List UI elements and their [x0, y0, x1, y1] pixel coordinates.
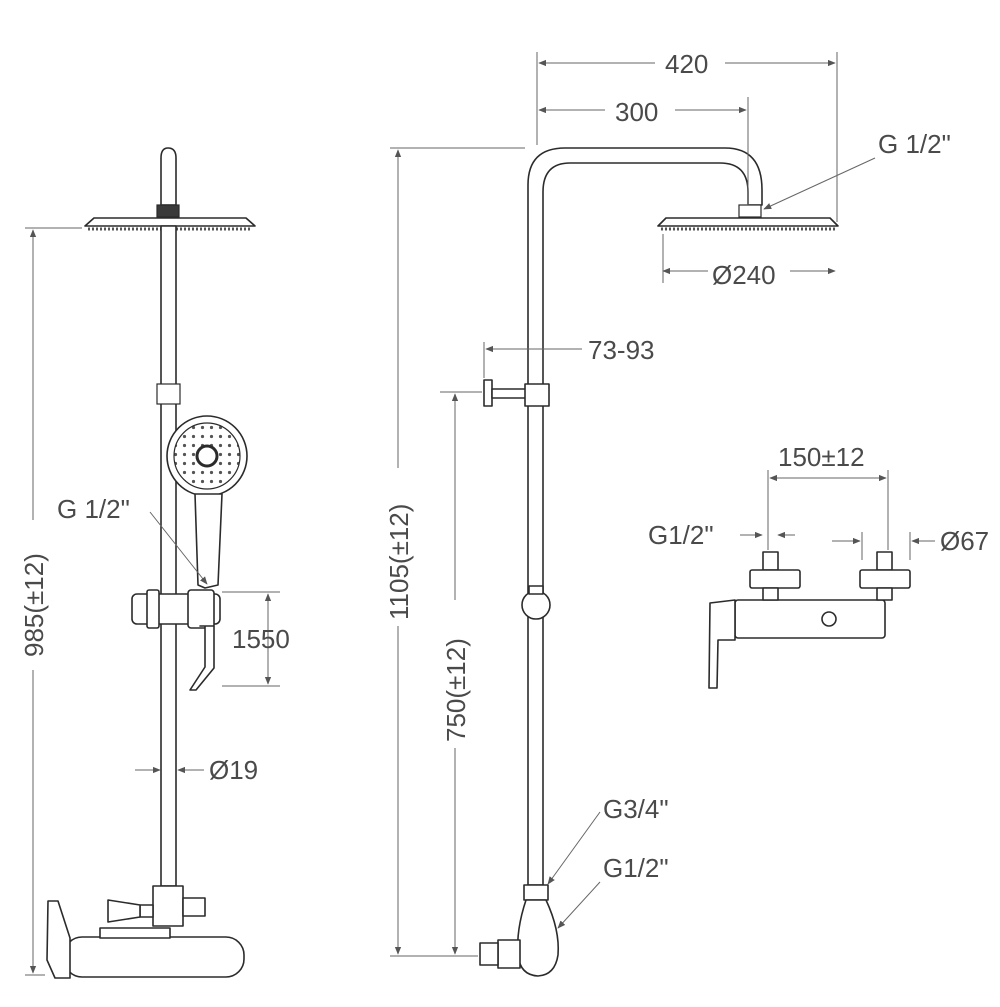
side-upper-connection-label: G3/4" [603, 794, 669, 824]
side-slider-knob [521, 590, 551, 620]
side-shower-head [657, 217, 839, 227]
front-dimensions: 985(±12) G 1/2" 1550 Ø19 [19, 227, 290, 976]
side-view [479, 147, 839, 977]
front-handshower-thread-label: G 1/2" [57, 494, 130, 524]
mixer-inlet-thread-label: G1/2" [648, 520, 714, 550]
side-bracket-height-label: 750(±12) [441, 638, 471, 742]
front-holder-dimension-label: 1550 [232, 624, 290, 654]
side-lower-connection-label: G1/2" [603, 853, 669, 883]
front-shower-head [84, 217, 256, 227]
mixer-detail-body [734, 599, 886, 639]
front-top-pipe [160, 147, 177, 206]
front-pipe-joint [156, 383, 181, 405]
side-bracket-projection-label: 73-93 [588, 335, 655, 365]
front-overall-height-label: 985(±12) [19, 553, 49, 657]
mixer-detail-left-inlet [762, 551, 779, 571]
front-mixer-body [63, 936, 245, 978]
front-head-nut [156, 204, 180, 218]
mixer-detail-thermostat-button [821, 611, 837, 627]
front-hand-shower-handle [194, 493, 223, 589]
mixer-dimensions: 150±12 G1/2" Ø67 [648, 442, 989, 560]
side-arm-total-length-label: 420 [665, 49, 708, 79]
mixer-detail-lever [708, 599, 736, 689]
side-head-diameter-label: Ø240 [712, 260, 776, 290]
side-arm-length-label: 300 [615, 97, 658, 127]
mixer-detail-right-inlet [876, 551, 893, 571]
side-dimensions: 420 300 G 1/2" Ø240 73-93 1105(±12) 750(… [383, 45, 951, 957]
front-mixer-lever [46, 900, 71, 979]
side-lower-connection [523, 884, 549, 901]
side-wall-bracket [483, 379, 493, 407]
front-diverter [152, 885, 184, 927]
front-riser-pipe [160, 225, 177, 887]
side-head-thread-label: G 1/2" [878, 129, 951, 159]
side-riser-and-arm [527, 147, 763, 886]
side-head-nut [738, 204, 762, 218]
mixer-inlet-spacing-label: 150±12 [778, 442, 865, 472]
front-pipe-diameter-label: Ø19 [209, 755, 258, 785]
mixer-escutcheon-diameter-label: Ø67 [940, 526, 989, 556]
front-view [46, 147, 256, 979]
mixer-detail [708, 551, 911, 689]
front-hose [189, 625, 215, 691]
side-overall-height-label: 1105(±12) [384, 504, 414, 620]
side-mixer-body [516, 899, 560, 977]
